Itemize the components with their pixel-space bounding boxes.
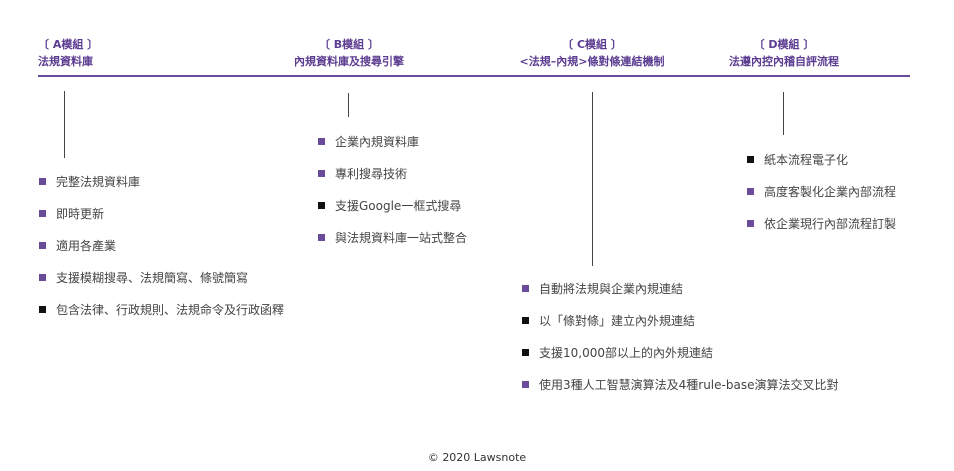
module-d-feature-list: 紙本流程電子化 高度客製化企業內部流程 依企業現行內部流程訂製 [747,152,896,248]
feature-item: 支援模糊搜尋、法規簡寫、條號簡寫 [39,270,284,302]
feature-item: 自動將法規與企業內規連結 [522,281,838,313]
feature-item: 支援10,000部以上的內外規連結 [522,345,838,377]
module-d-connector [783,92,784,135]
feature-text: 使用3種人工智慧演算法及4種rule-base演算法交叉比對 [539,378,839,392]
square-bullet-icon [39,306,46,313]
module-b-connector [348,93,349,117]
feature-text: 與法規資料庫一站式整合 [335,231,468,245]
feature-item: 完整法規資料庫 [39,174,284,206]
square-bullet-icon [522,381,529,388]
square-bullet-icon [747,188,754,195]
feature-item: 適用各產業 [39,238,284,270]
feature-item: 以「條對條」建立內外規連結 [522,313,838,345]
feature-text: 完整法規資料庫 [56,175,141,189]
feature-item: 紙本流程電子化 [747,152,896,184]
feature-item: 專利搜尋技術 [318,166,467,198]
square-bullet-icon [318,234,325,241]
feature-text: 紙本流程電子化 [764,153,849,167]
module-a-connector [64,91,65,158]
feature-text: 自動將法規與企業內規連結 [539,282,684,296]
square-bullet-icon [747,220,754,227]
module-c-connector [592,92,593,266]
feature-text: 企業內規資料庫 [335,135,420,149]
feature-text: 高度客製化企業內部流程 [764,185,897,199]
square-bullet-icon [747,156,754,163]
module-b-tag: 〔 B模組 〕 [318,38,380,51]
square-bullet-icon [39,274,46,281]
module-a-feature-list: 完整法規資料庫 即時更新 適用各產業 支援模糊搜尋、法規簡寫、條號簡寫 包含法律… [39,174,284,334]
feature-text: 依企業現行內部流程訂製 [764,217,897,231]
square-bullet-icon [39,178,46,185]
feature-text: 包含法律、行政規則、法規命令及行政函釋 [56,303,285,317]
feature-text: 適用各產業 [56,239,117,253]
feature-text: 專利搜尋技術 [335,167,408,181]
square-bullet-icon [39,242,46,249]
square-bullet-icon [318,202,325,209]
module-a-header: 〔 A模組 〕 法規資料庫 [38,36,98,70]
module-c-header: 〔 C模組 〕 <法規–內規>條對條連結機制 [514,36,670,70]
square-bullet-icon [318,138,325,145]
feature-item: 支援Google一框式搜尋 [318,198,467,230]
module-a-title: 法規資料庫 [38,55,93,68]
feature-item: 使用3種人工智慧演算法及4種rule-base演算法交叉比對 [522,377,838,409]
module-a-tag: 〔 A模組 〕 [38,38,99,51]
square-bullet-icon [318,170,325,177]
feature-item: 與法規資料庫一站式整合 [318,230,467,262]
module-c-tag: 〔 C模組 〕 [562,38,622,51]
feature-item: 企業內規資料庫 [318,134,467,166]
module-b-title: 內規資料庫及搜尋引擎 [294,55,404,68]
feature-item: 即時更新 [39,206,284,238]
square-bullet-icon [522,285,529,292]
module-b-header: 〔 B模組 〕 內規資料庫及搜尋引擎 [290,36,408,70]
feature-text: 以「條對條」建立內外規連結 [539,314,696,328]
footer: © 2020 Lawsnote [0,451,954,464]
footer-text: 2020 Lawsnote [442,451,527,464]
feature-item: 依企業現行內部流程訂製 [747,216,896,248]
square-bullet-icon [522,349,529,356]
feature-text: 支援10,000部以上的內外規連結 [539,346,713,360]
module-c-feature-list: 自動將法規與企業內規連結 以「條對條」建立內外規連結 支援10,000部以上的內… [522,281,838,409]
square-bullet-icon [39,210,46,217]
feature-text: 即時更新 [56,207,105,221]
header-divider [38,75,910,77]
module-c-title: <法規–內規>條對條連結機制 [519,55,665,68]
copyright-icon: © [427,451,439,464]
module-d-tag: 〔 D模組 〕 [753,38,815,51]
module-b-feature-list: 企業內規資料庫 專利搜尋技術 支援Google一框式搜尋 與法規資料庫一站式整合 [318,134,467,262]
module-d-title: 法遵內控內稽自評流程 [729,55,839,68]
feature-text: 支援模糊搜尋、法規簡寫、條號簡寫 [56,271,249,285]
feature-text: 支援Google一框式搜尋 [335,199,462,213]
module-d-header: 〔 D模組 〕 法遵內控內稽自評流程 [724,36,844,70]
square-bullet-icon [522,317,529,324]
feature-item: 高度客製化企業內部流程 [747,184,896,216]
feature-item: 包含法律、行政規則、法規命令及行政函釋 [39,302,284,334]
